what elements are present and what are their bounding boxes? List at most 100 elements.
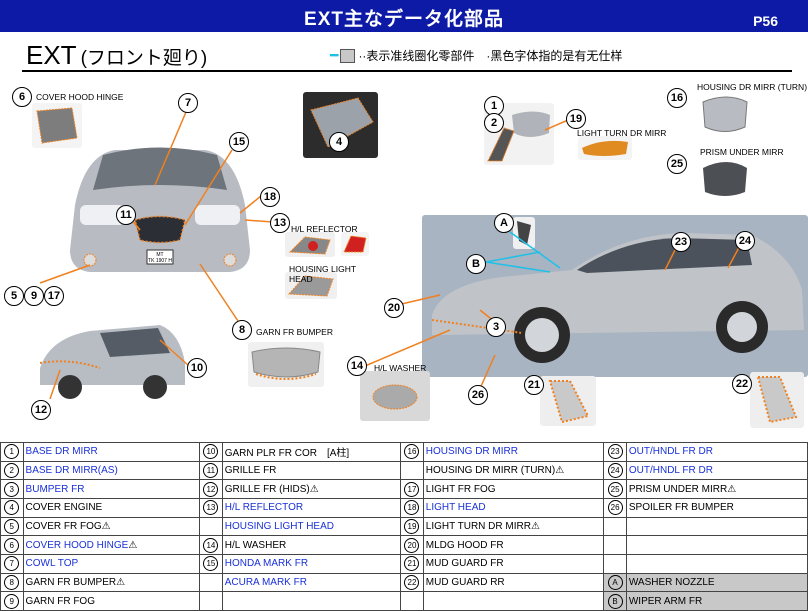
section-heading-sub: (フロント廻り) [80,48,208,69]
part-number: 20 [404,537,420,553]
part-number-cell [400,460,424,481]
part-number-cell: 24 [603,460,627,481]
part-number: A [607,574,623,590]
part-number-cell: 8 [0,572,24,593]
part-name: MUD GUARD RR [425,576,505,588]
heading-rule [22,70,792,72]
part-number-cell: 11 [199,460,223,481]
section-heading-main: EXT [26,40,77,70]
part-name: H/L REFLECTOR [224,502,304,514]
callout-12: 12 [31,400,51,420]
part-number-cell: A [603,572,627,593]
part-number: 11 [203,462,219,478]
part-name-cell: H/L WASHER [221,535,402,555]
part-number: 16 [404,444,420,460]
garn-fr-bumper-photo [248,342,324,387]
part-number-cell: 15 [199,553,223,574]
part-name-cell: OUT/HNDL FR DR [625,442,808,462]
part-number-cell: 4 [0,497,24,518]
part-name-cell: HONDA MARK FR [221,553,402,574]
part-number-cell [603,553,627,574]
part-name-cell [625,535,808,555]
part-name: GARN FR FOG [25,595,95,607]
part-name: WASHER NOZZLE [628,576,715,588]
legend-text: ··表示准线圈化零部件 ·黑色字体指的是有无仕样 [358,49,623,63]
part-name: OUT/HNDL FR DR [628,464,713,476]
housing-light-head-photo [285,272,337,299]
part-name: GRILLE FR [224,464,277,476]
part-name: HONDA MARK FR [224,558,309,570]
part-name-cell: BASE DR MIRR [22,442,201,462]
part-number-cell: 14 [199,535,223,555]
warning-icon: ⚠ [727,483,737,495]
warning-icon: ⚠ [530,520,540,532]
part-name-cell: BASE DR MIRR(AS) [22,460,201,481]
part-name: MUD GUARD FR [425,558,504,570]
part-name-cell: ACURA MARK FR [221,572,402,593]
part-name-cell: HOUSING DR MIRR [422,442,605,462]
part-number: 23 [607,444,623,460]
part-name-cell: GRILLE FR [221,460,402,481]
part-name-cell: OUT/HNDL FR DR [625,460,808,481]
callout-2: 2 [484,113,504,133]
part-name-cell: MUD GUARD FR [422,553,605,574]
plate-text-bottom: TK 1907 H [148,258,172,264]
title-bar: EXT主なデータ化部品 P56 [0,0,808,32]
label-prism-under-mirr: PRISM UNDER MIRR [700,147,784,157]
part-name: PRISM UNDER MIRR [628,483,728,495]
callout-24: 24 [735,231,755,251]
callout-25: 25 [667,154,687,174]
part-name: LIGHT HEAD [425,502,486,514]
part-number: 15 [203,556,219,572]
part-number-cell [603,535,627,555]
callout-7: 7 [178,93,198,113]
callout-9: 9 [24,286,44,306]
part-number: 2 [4,462,20,478]
label-housing-dr-mirr-turn: HOUSING DR MIRR (TURN) [697,82,808,92]
part-name-cell: COVER ENGINE [22,497,201,518]
part-name: MLDG HOOD FR [425,539,504,551]
part-number-cell: 25 [603,479,627,499]
hood-hinge-photo [32,103,82,148]
label-hl-reflector: H/L REFLECTOR [291,224,358,234]
part-name-cell [625,516,808,537]
part-number-cell: 22 [400,572,424,593]
callout-4: 4 [329,132,349,152]
part-number-cell: 5 [0,516,24,537]
part-number: 18 [404,500,420,516]
label-light-turn-dr-mirr: LIGHT TURN DR MIRR [577,128,667,138]
part-number: 4 [4,500,20,516]
part-name-cell: COWL TOP [22,553,201,574]
part-number: 22 [404,574,420,590]
part-name: OUT/HNDL FR DR [628,446,713,458]
part-name-cell: COVER HOOD HINGE⚠ [22,535,201,555]
prism-mirror-photo [697,156,752,202]
part-name-cell: MLDG HOOD FR [422,535,605,555]
part-number: 6 [4,537,20,553]
part-name-cell: LIGHT TURN DR MIRR⚠ [422,516,605,537]
label-hl-washer: H/L WASHER [374,363,427,373]
part-name-cell: WIPER ARM FR [625,591,808,611]
callout-18: 18 [260,187,280,207]
part-number-cell [603,516,627,537]
part-name-cell [221,591,402,611]
part-name: LIGHT TURN DR MIRR [425,520,531,532]
part-number-cell: 19 [400,516,424,537]
part-name: COWL TOP [25,558,79,570]
part-name: H/L WASHER [224,539,287,551]
mirror-housing-photo [697,92,752,138]
callout-23: 23 [671,232,691,252]
callout-10: 10 [187,358,207,378]
part-number: 3 [4,481,20,497]
part-number-cell: 12 [199,479,223,499]
part-name-cell: H/L REFLECTOR [221,497,402,518]
part-number: 17 [404,481,420,497]
part-name-cell: GARN PLR FR COR [A柱] [221,442,402,462]
page-title: EXT主なデータ化部品 [304,9,504,30]
label-cover-hood-hinge: COVER HOOD HINGE [36,92,124,102]
hl-reflector-red-photo [341,232,369,256]
